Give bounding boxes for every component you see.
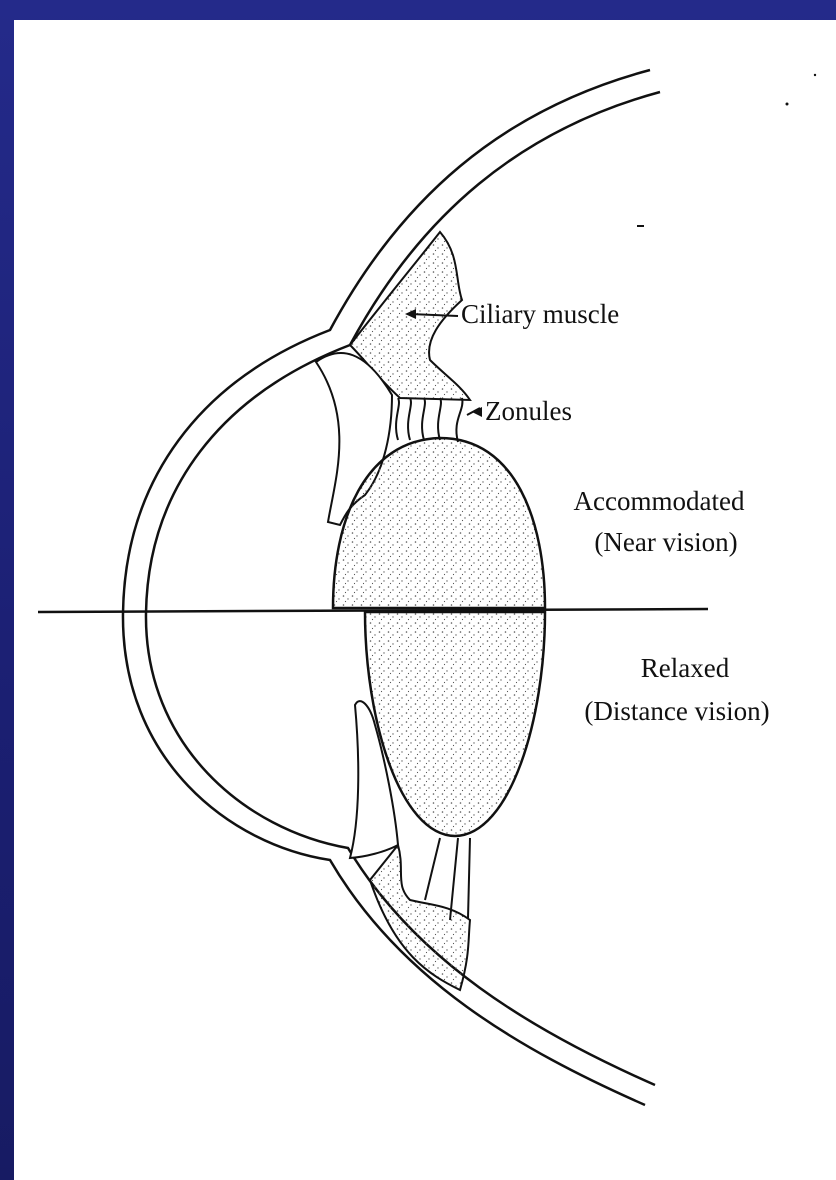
- speck: [786, 103, 789, 106]
- label-ciliary-muscle: Ciliary muscle: [461, 301, 619, 328]
- label-near-vision: (Near vision): [566, 529, 766, 556]
- divider-line: [38, 609, 708, 612]
- label-accommodated: Accommodated: [552, 488, 766, 515]
- speck: [637, 225, 644, 227]
- label-distance-vision: (Distance vision): [552, 698, 802, 725]
- label-zonules: Zonules: [485, 398, 572, 425]
- zonules-upper: [396, 398, 480, 442]
- speck: [814, 74, 816, 76]
- label-relaxed: Relaxed: [620, 655, 750, 682]
